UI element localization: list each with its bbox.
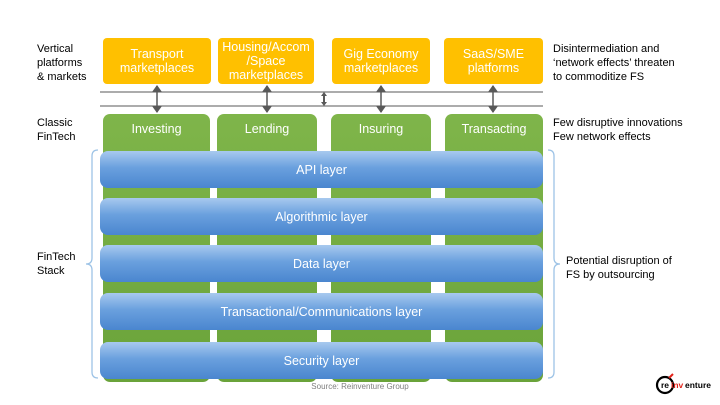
marketplace-label: Housing/Accom /Space marketplaces <box>222 40 310 82</box>
connector-arrows <box>100 85 543 113</box>
stack-layer-data: Data layer <box>100 245 543 282</box>
note-potential-disruption: Potential disruption of FS by outsourcin… <box>566 255 672 281</box>
marketplace-gig-economy: Gig Economy marketplaces <box>332 38 430 84</box>
source-caption: Source: Reinventure Group <box>311 382 409 391</box>
right-bracket <box>547 149 561 379</box>
label-fintech-stack: FinTech Stack <box>37 251 76 277</box>
classic-label-insuring: Insuring <box>358 122 404 136</box>
reinventure-logo: re inv enture <box>655 373 711 395</box>
marketplace-label: SaaS/SME platforms <box>462 47 525 75</box>
stack-layer-api: API layer <box>100 151 543 188</box>
classic-label-investing: Investing <box>131 122 182 136</box>
note-few-disruptive: Few disruptive innovations Few network e… <box>553 117 683 143</box>
classic-label-lending: Lending <box>244 122 290 136</box>
svg-text:enture: enture <box>685 380 711 390</box>
stack-layer-security: Security layer <box>100 342 543 379</box>
marketplace-saas-sme: SaaS/SME platforms <box>444 38 543 84</box>
marketplace-label: Gig Economy marketplaces <box>343 47 419 75</box>
classic-label-transacting: Transacting <box>461 122 527 136</box>
marketplace-transport: Transport marketplaces <box>103 38 211 84</box>
label-classic-fintech: Classic FinTech <box>37 117 76 143</box>
double-arrows <box>152 85 498 113</box>
stack-layer-transactional: Transactional/Communications layer <box>100 293 543 330</box>
marketplace-label: Transport marketplaces <box>119 47 195 75</box>
svg-text:inv: inv <box>671 380 684 390</box>
left-bracket <box>85 149 99 379</box>
stack-layer-algorithmic: Algorithmic layer <box>100 198 543 235</box>
label-vertical-platforms: Vertical platforms & markets <box>37 43 87 83</box>
marketplace-housing: Housing/Accom /Space marketplaces <box>218 38 314 84</box>
svg-text:re: re <box>661 380 669 390</box>
note-disintermediation: Disintermediation and ‘network effects’ … <box>553 43 675 83</box>
